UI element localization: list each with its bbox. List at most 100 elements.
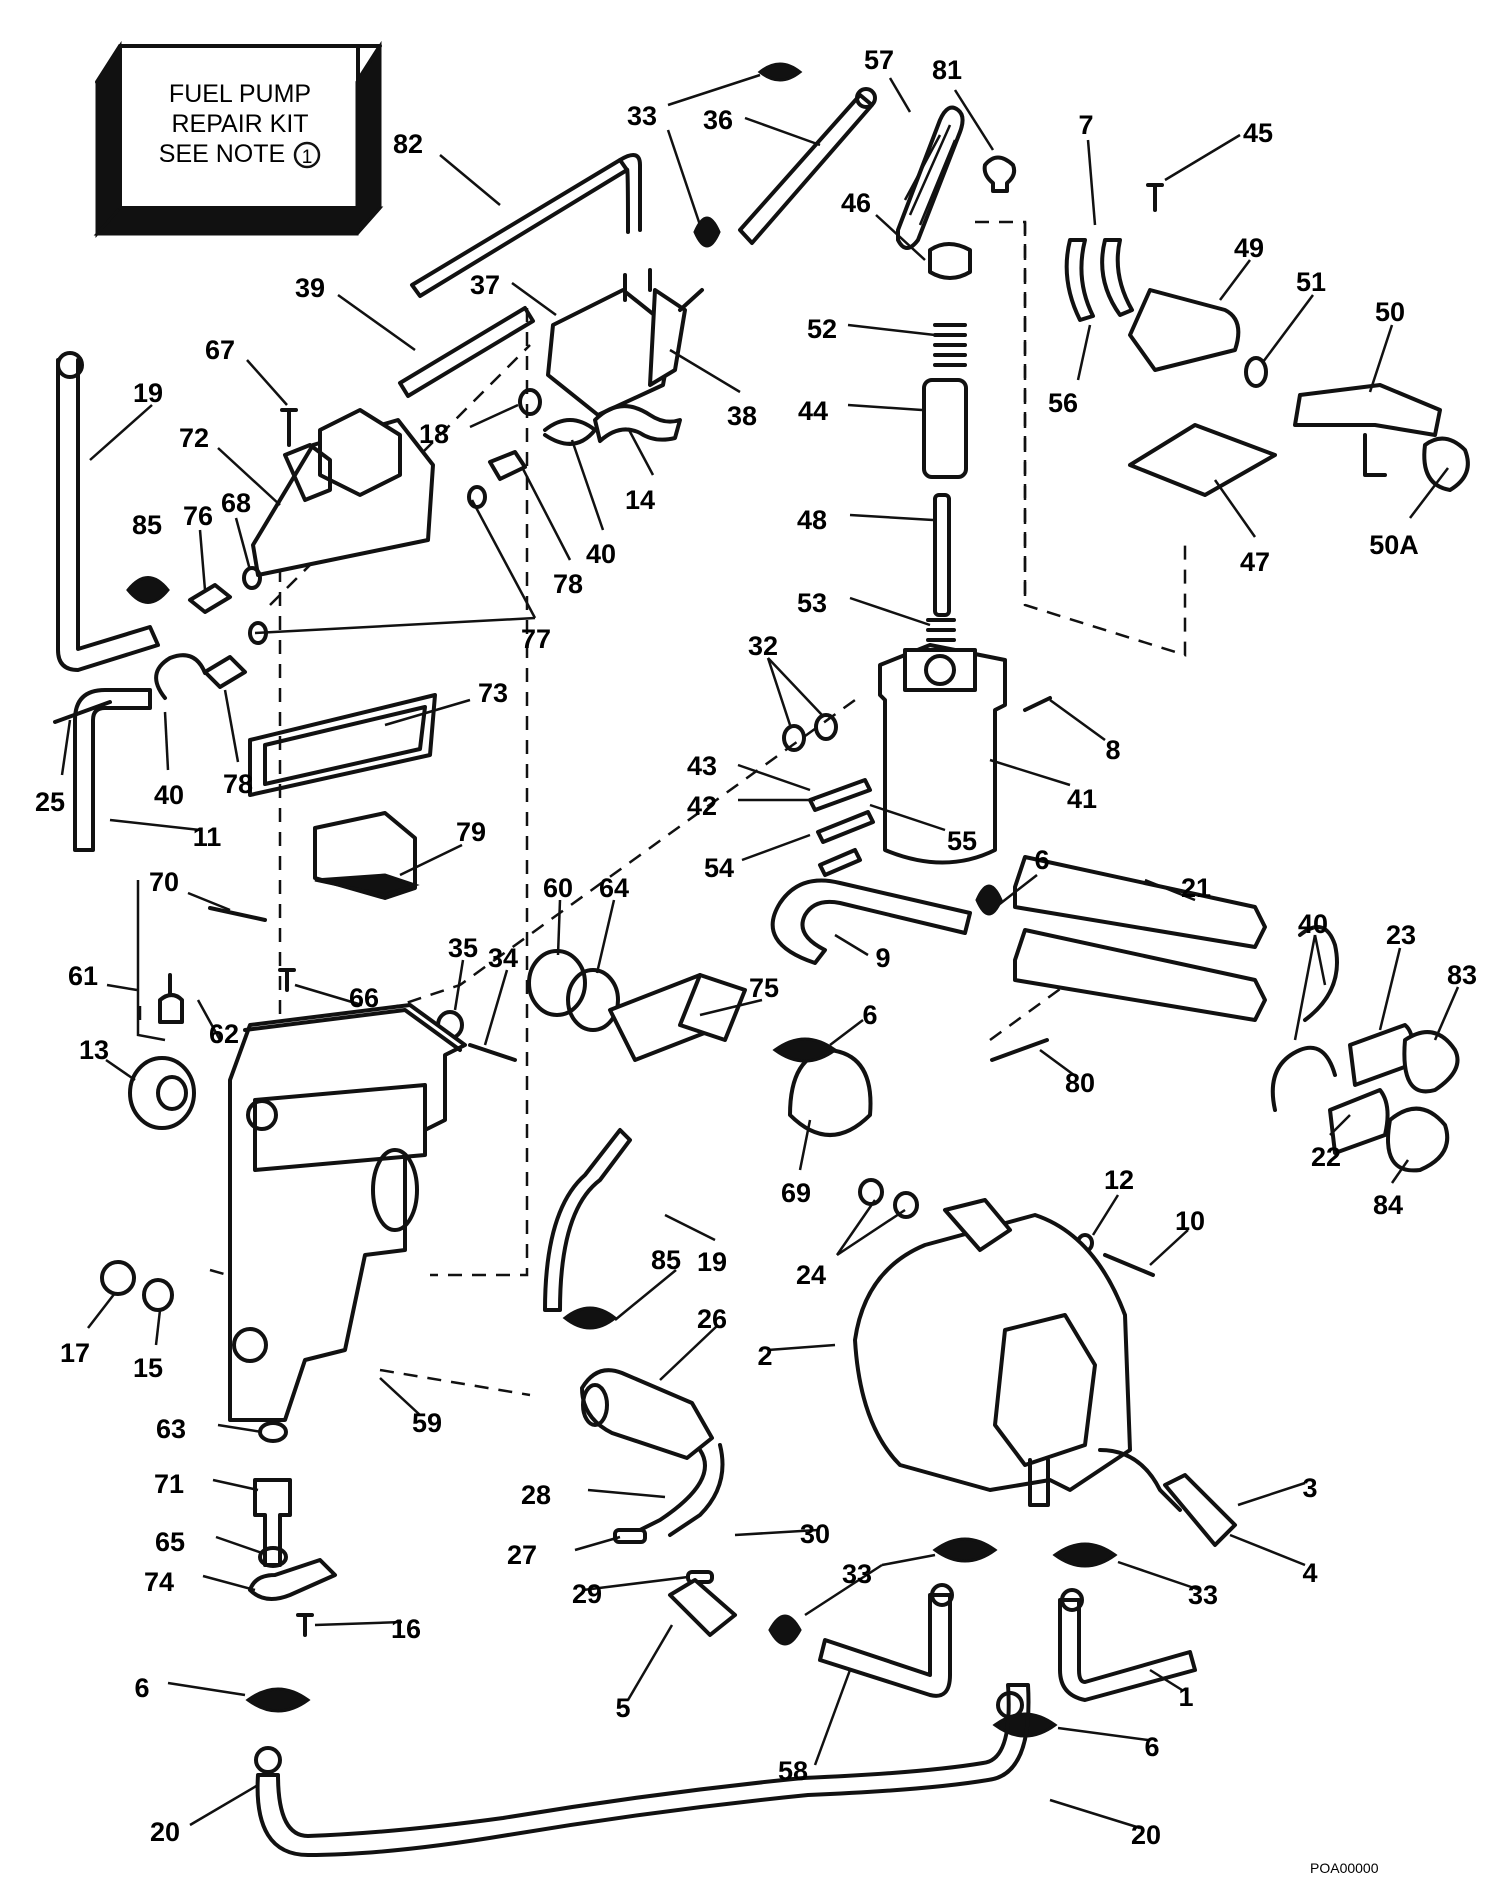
callout-c33b: 33 (842, 1559, 872, 1589)
callout-c58: 58 (778, 1756, 808, 1786)
callout-c6d: 6 (1144, 1732, 1159, 1762)
callout-c51: 51 (1296, 267, 1326, 297)
callout-c45: 45 (1243, 118, 1273, 148)
callout-c15: 15 (133, 1353, 163, 1383)
callout-c57: 57 (864, 45, 894, 75)
note-line-3: SEE NOTE (159, 140, 285, 168)
callout-c78b: 78 (223, 769, 253, 799)
callout-c78a: 78 (553, 569, 583, 599)
callout-c33c: 33 (1188, 1580, 1218, 1610)
callout-c81: 81 (932, 55, 962, 85)
callout-c7: 7 (1078, 110, 1093, 140)
callout-c35: 35 (448, 933, 478, 963)
callout-c59: 59 (412, 1408, 442, 1438)
callout-c6c: 6 (134, 1673, 149, 1703)
callout-c34: 34 (488, 943, 518, 973)
callout-c68: 68 (221, 488, 251, 518)
callout-c29: 29 (572, 1579, 602, 1609)
callout-c25: 25 (35, 787, 65, 817)
callout-c76: 76 (183, 501, 213, 531)
callout-c73: 73 (478, 678, 508, 708)
callout-c42: 42 (687, 791, 717, 821)
callout-c65: 65 (155, 1527, 185, 1557)
callout-c38: 38 (727, 401, 757, 431)
callout-c55: 55 (947, 826, 977, 856)
callout-c47: 47 (1240, 547, 1270, 577)
callout-c8: 8 (1105, 735, 1120, 765)
callout-c60: 60 (543, 873, 573, 903)
callout-c53: 53 (797, 588, 827, 618)
callout-c5: 5 (615, 1693, 630, 1723)
callout-c75: 75 (749, 973, 779, 1003)
callout-c13: 13 (79, 1035, 109, 1065)
callout-c82: 82 (393, 129, 423, 159)
callout-c2: 2 (757, 1341, 772, 1371)
callout-c69: 69 (781, 1178, 811, 1208)
callout-c74: 74 (144, 1567, 174, 1597)
callout-c22: 22 (1311, 1142, 1341, 1172)
note-number: 1 (302, 147, 313, 168)
callout-c21: 21 (1181, 873, 1211, 903)
callout-c24: 24 (796, 1260, 826, 1290)
callout-c84: 84 (1373, 1190, 1403, 1220)
callout-c46: 46 (841, 188, 871, 218)
callout-c26: 26 (697, 1304, 727, 1334)
callout-c49: 49 (1234, 233, 1264, 263)
callout-c70: 70 (149, 867, 179, 897)
leader-lines (60, 73, 1460, 1830)
callout-c20a: 20 (150, 1817, 180, 1847)
callout-c40a: 40 (586, 539, 616, 569)
callout-c36: 36 (703, 105, 733, 135)
drawing-code: POA00000 (1310, 1860, 1379, 1876)
callout-c79: 79 (456, 817, 486, 847)
callout-c67: 67 (205, 335, 235, 365)
callout-c62: 62 (209, 1019, 239, 1049)
callout-c4: 4 (1302, 1558, 1317, 1588)
fuel-system-parts (53, 62, 1470, 1857)
callout-c56: 56 (1048, 388, 1078, 418)
callout-c23: 23 (1386, 920, 1416, 950)
callout-c50: 50 (1375, 297, 1405, 327)
callout-c48: 48 (797, 505, 827, 535)
callout-c11: 11 (193, 822, 222, 852)
callout-c61: 61 (68, 961, 98, 991)
callout-c66: 66 (349, 983, 379, 1013)
callout-c77: 77 (521, 624, 551, 654)
callout-c71: 71 (154, 1469, 184, 1499)
callout-c30: 30 (800, 1519, 830, 1549)
callout-c6a: 6 (1034, 845, 1049, 875)
callout-c63: 63 (156, 1414, 186, 1444)
callout-c6b: 6 (862, 1000, 877, 1030)
callout-c9: 9 (875, 943, 890, 973)
callout-c43: 43 (687, 751, 717, 781)
callout-c80: 80 (1065, 1068, 1095, 1098)
callout-c12: 12 (1104, 1165, 1134, 1195)
callout-c19a: 19 (133, 378, 163, 408)
callout-c3: 3 (1302, 1473, 1317, 1503)
callout-c1: 1 (1178, 1682, 1193, 1712)
callout-c19b: 19 (697, 1247, 727, 1277)
callout-c37: 37 (470, 270, 500, 300)
callout-c20b: 20 (1131, 1820, 1161, 1850)
callout-c54: 54 (704, 853, 734, 883)
callout-c16: 16 (391, 1614, 421, 1644)
callout-c40c: 40 (1298, 909, 1328, 939)
callout-c85b: 85 (651, 1245, 681, 1275)
callout-c28: 28 (521, 1480, 551, 1510)
callout-c27: 27 (507, 1540, 537, 1570)
repair-kit-note-box: FUEL PUMP REPAIR KIT SEE NOTE 1 (93, 40, 384, 238)
note-line-1: FUEL PUMP (169, 80, 311, 108)
callout-c41: 41 (1067, 784, 1097, 814)
callout-c44: 44 (798, 396, 828, 426)
callout-c50A: 50A (1369, 530, 1419, 560)
callout-c10: 10 (1175, 1206, 1205, 1236)
callout-c18: 18 (419, 419, 449, 449)
callout-c14: 14 (625, 485, 655, 515)
callout-c40b: 40 (154, 780, 184, 810)
callout-c85a: 85 (132, 510, 162, 540)
callout-c17: 17 (60, 1338, 90, 1368)
callout-c64: 64 (599, 873, 629, 903)
callout-c33a: 33 (627, 101, 657, 131)
